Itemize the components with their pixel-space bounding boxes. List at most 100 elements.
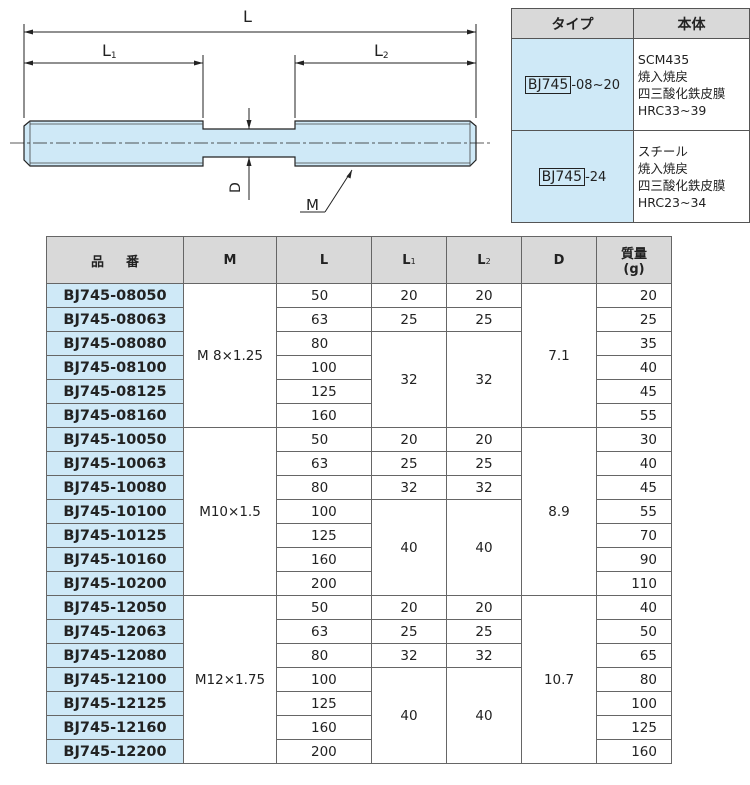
m-header: M xyxy=(183,236,277,284)
l2-cell: 32 xyxy=(446,475,522,500)
mass-cell: 40 xyxy=(596,451,672,476)
length-cell: 200 xyxy=(276,739,372,764)
length-cell: 63 xyxy=(276,307,372,332)
dim-m-label: M xyxy=(306,196,319,214)
l-header: L xyxy=(276,236,372,284)
l1-cell: 32 xyxy=(371,331,447,428)
length-cell: 50 xyxy=(276,427,372,452)
l2-cell: 40 xyxy=(446,499,522,596)
length-cell: 50 xyxy=(276,283,372,308)
part-number-cell: BJ745-10050 xyxy=(46,427,184,452)
length-cell: 125 xyxy=(276,691,372,716)
mass-cell: 90 xyxy=(596,547,672,572)
l1-cell: 25 xyxy=(371,307,447,332)
thread-size-cell: M10×1.5 xyxy=(183,427,277,596)
part-number-cell: BJ745-10063 xyxy=(46,451,184,476)
mass-cell: 65 xyxy=(596,643,672,668)
mass-cell: 160 xyxy=(596,739,672,764)
l1-cell: 25 xyxy=(371,619,447,644)
length-cell: 80 xyxy=(276,331,372,356)
table-row: BJ745-12160 160 125 xyxy=(46,715,672,740)
part-number-cell: BJ745-08100 xyxy=(46,355,184,380)
mass-cell: 70 xyxy=(596,523,672,548)
type-suffix: -24 xyxy=(585,169,607,185)
body-line: HRC33~39 xyxy=(637,102,707,118)
thread-size-cell: M 8×1.25 xyxy=(183,283,277,428)
mass-cell: 50 xyxy=(596,619,672,644)
l2-cell: 20 xyxy=(446,595,522,620)
mass-cell: 25 xyxy=(596,307,672,332)
l1-cell: 32 xyxy=(371,475,447,500)
part-number-cell: BJ745-10125 xyxy=(46,523,184,548)
length-cell: 80 xyxy=(276,475,372,500)
part-number-cell: BJ745-08160 xyxy=(46,403,184,428)
l1-cell: 40 xyxy=(371,667,447,764)
part-number-cell: BJ745-12063 xyxy=(46,619,184,644)
l1-cell: 20 xyxy=(371,427,447,452)
mass-cell: 125 xyxy=(596,715,672,740)
mass-cell: 55 xyxy=(596,499,672,524)
mass-cell: 55 xyxy=(596,403,672,428)
length-cell: 80 xyxy=(276,643,372,668)
type-suffix: -08~20 xyxy=(571,77,621,93)
part-number-cell: BJ745-10100 xyxy=(46,499,184,524)
mass-cell: 40 xyxy=(596,355,672,380)
dim-l1-label: L1 xyxy=(102,41,117,61)
l2-cell: 40 xyxy=(446,667,522,764)
l2-cell: 20 xyxy=(446,427,522,452)
part-number-cell: BJ745-12125 xyxy=(46,691,184,716)
mass-cell: 35 xyxy=(596,331,672,356)
part-number-cell: BJ745-08050 xyxy=(46,283,184,308)
length-cell: 100 xyxy=(276,355,372,380)
type-cell: BJ745-24 xyxy=(511,130,634,223)
diameter-cell: 7.1 xyxy=(521,283,597,428)
length-cell: 63 xyxy=(276,619,372,644)
l1-cell: 20 xyxy=(371,283,447,308)
l2-header: L2 xyxy=(446,236,522,284)
body-line: 四三酸化鉄皮膜 xyxy=(637,177,726,193)
mass-cell: 80 xyxy=(596,667,672,692)
part-number-cell: BJ745-10080 xyxy=(46,475,184,500)
type-cell: BJ745-08~20 xyxy=(511,38,634,131)
length-cell: 125 xyxy=(276,523,372,548)
thread-size-cell: M12×1.75 xyxy=(183,595,277,764)
part-number-cell: BJ745-10200 xyxy=(46,571,184,596)
body-line: SCM435 xyxy=(637,51,690,67)
length-cell: 125 xyxy=(276,379,372,404)
mass-cell: 40 xyxy=(596,595,672,620)
part-number-cell: BJ745-12160 xyxy=(46,715,184,740)
part-number-cell: BJ745-12100 xyxy=(46,667,184,692)
dim-l2-label: L2 xyxy=(374,41,389,61)
d-header: D xyxy=(521,236,597,284)
type-code: BJ745 xyxy=(524,75,572,94)
length-cell: 160 xyxy=(276,403,372,428)
part-number-cell: BJ745-12050 xyxy=(46,595,184,620)
mass-header: 質量(g) xyxy=(596,236,672,284)
l1-cell: 20 xyxy=(371,595,447,620)
body-cell: スチール 焼入焼戻 四三酸化鉄皮膜 HRC23~34 xyxy=(632,130,750,223)
l2-cell: 25 xyxy=(446,619,522,644)
table-row: BJ745-08100 100 40 xyxy=(46,355,672,380)
part-number-cell: BJ745-08125 xyxy=(46,379,184,404)
l2-cell: 25 xyxy=(446,451,522,476)
mass-cell: 30 xyxy=(596,427,672,452)
body-line: 四三酸化鉄皮膜 xyxy=(637,85,726,101)
length-cell: 200 xyxy=(276,571,372,596)
l2-cell: 25 xyxy=(446,307,522,332)
part-number-cell: BJ745-10160 xyxy=(46,547,184,572)
length-cell: 160 xyxy=(276,715,372,740)
part-no-header: 品番 xyxy=(46,236,184,284)
